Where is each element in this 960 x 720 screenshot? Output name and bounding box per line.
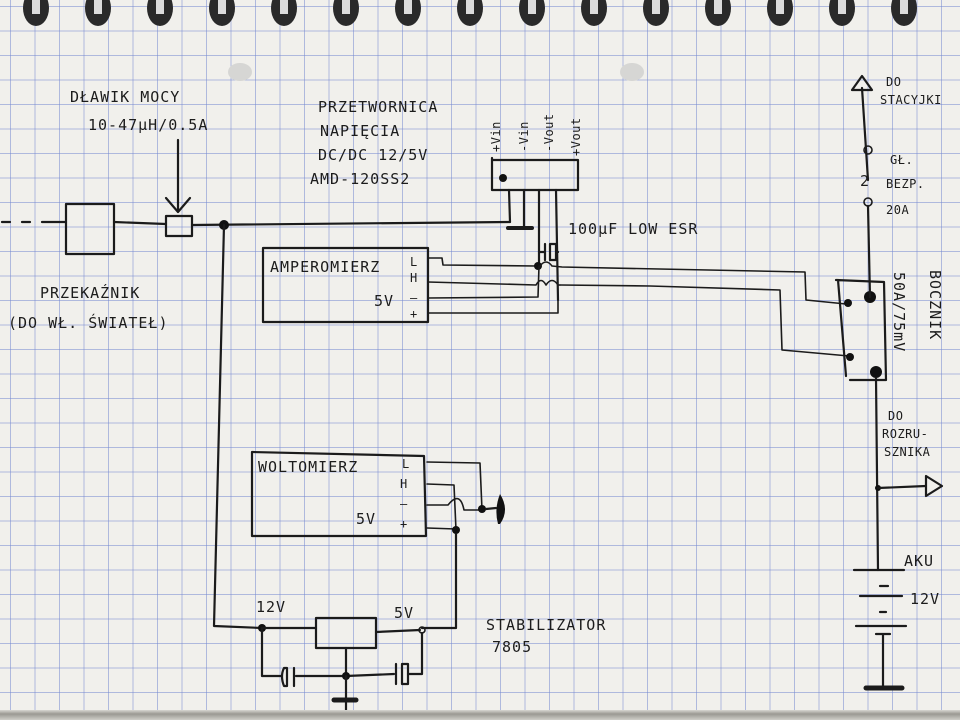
ammeter-pin-plus: +	[410, 307, 418, 321]
regulator-in-label: 12V	[256, 598, 286, 616]
spiral-ring-highlight	[590, 0, 598, 14]
shunt: BOCZNIK 50A/75mV	[834, 270, 944, 382]
fuse-label-3: 20A	[886, 203, 909, 217]
dcdc-converter: PRZETWORNICA NAPIĘCIA DC/DC 12/5V AMD-12…	[310, 98, 583, 302]
spiral-ring-highlight	[218, 0, 226, 14]
spiral-ring-highlight	[900, 0, 908, 14]
spiral-ring-highlight	[156, 0, 164, 14]
regulator-title: STABILIZATOR	[486, 616, 606, 634]
ignition-label-1: DO	[886, 75, 901, 89]
pin-vin-plus: +Vin	[489, 121, 503, 152]
fuse-label-1: GŁ.	[890, 153, 913, 167]
rail-12v	[190, 220, 512, 227]
voltmeter-pin-l: L	[402, 457, 410, 471]
spiral-ring-highlight	[466, 0, 474, 14]
battery-title: AKU	[904, 552, 934, 570]
voltmeter-title: WOLTOMIERZ	[258, 458, 358, 476]
shunt-rating: 50A/75mV	[890, 272, 908, 352]
converter-title-2: NAPIĘCIA	[320, 122, 400, 140]
starter-label-3: SZNIKA	[884, 445, 931, 459]
sense-line-l	[539, 261, 847, 305]
sense-line-h	[559, 284, 850, 357]
voltmeter: WOLTOMIERZ 5V L H – +	[250, 450, 505, 630]
power-choke: DŁAWIK MOCY 10-47µH/0.5A	[70, 88, 208, 238]
regulator-out-label: 5V	[394, 604, 414, 622]
spiral-ring-highlight	[714, 0, 722, 14]
relay-note: (DO WŁ. ŚWIATEŁ)	[8, 313, 169, 332]
ignition-branch: 2 DO STACYJKI GŁ. BEZP. 20A	[850, 74, 942, 299]
relay: PRZEKAŹNIK (DO WŁ. ŚWIATEŁ)	[0, 202, 169, 332]
converter-title-1: PRZETWORNICA	[318, 98, 438, 116]
ammeter-title: AMPEROMIERZ	[270, 258, 380, 276]
fuse-label-2: BEZP.	[886, 177, 925, 191]
spiral-ring-highlight	[342, 0, 350, 14]
voltmeter-supply: 5V	[356, 510, 376, 528]
spiral-ring-highlight	[528, 0, 536, 14]
shunt-title: BOCZNIK	[926, 270, 944, 340]
spiral-ring-highlight	[280, 0, 288, 14]
binding-hole	[620, 63, 644, 81]
spiral-ring-highlight	[838, 0, 846, 14]
converter-part: AMD-120SS2	[310, 170, 410, 188]
relay-title: PRZEKAŹNIK	[40, 283, 140, 302]
spiral-ring-highlight	[32, 0, 40, 14]
spiral-ring-highlight	[94, 0, 102, 14]
regulator-7805: 12V 5V STABILIZATOR 7805	[256, 598, 606, 714]
ammeter-pin-h: H	[410, 271, 418, 285]
feed-to-regulator	[212, 223, 264, 630]
spiral-binding	[23, 0, 917, 81]
pin-vin-minus: -Vin	[517, 121, 531, 152]
choke-title: DŁAWIK MOCY	[70, 88, 180, 106]
battery-voltage: 12V	[910, 590, 940, 608]
converter-title-3: DC/DC 12/5V	[318, 146, 428, 164]
spiral-ring-highlight	[776, 0, 784, 14]
starter-label-2: ROZRU-	[882, 427, 928, 441]
capacitor-label: 100µF LOW ESR	[568, 220, 698, 238]
capacitor-100uf: 100µF LOW ESR	[537, 220, 698, 262]
binding-hole	[228, 63, 252, 81]
spiral-ring-highlight	[652, 0, 660, 14]
voltmeter-pin-plus: +	[400, 517, 408, 531]
ignition-label-2: STACYJKI	[880, 93, 942, 107]
pin-vout-minus: -Vout	[542, 113, 556, 152]
fuse-symbol: 2	[860, 172, 870, 190]
choke-rating: 10-47µH/0.5A	[88, 116, 208, 134]
ammeter-supply: 5V	[374, 292, 394, 310]
voltmeter-pin-h: H	[400, 477, 408, 491]
voltmeter-pin-minus: –	[400, 497, 408, 511]
spiral-ring-highlight	[404, 0, 412, 14]
regulator-part: 7805	[492, 638, 532, 656]
ammeter: AMPEROMIERZ 5V L H – +	[261, 246, 561, 324]
ammeter-pin-l: L	[410, 255, 418, 269]
starter-label-1: DO	[888, 409, 903, 423]
ammeter-pin-minus: –	[410, 291, 418, 305]
pin-vout-plus: +Vout	[569, 117, 583, 156]
starter-and-battery: DO ROZRU- SZNIKA AKU 12V	[852, 376, 944, 691]
